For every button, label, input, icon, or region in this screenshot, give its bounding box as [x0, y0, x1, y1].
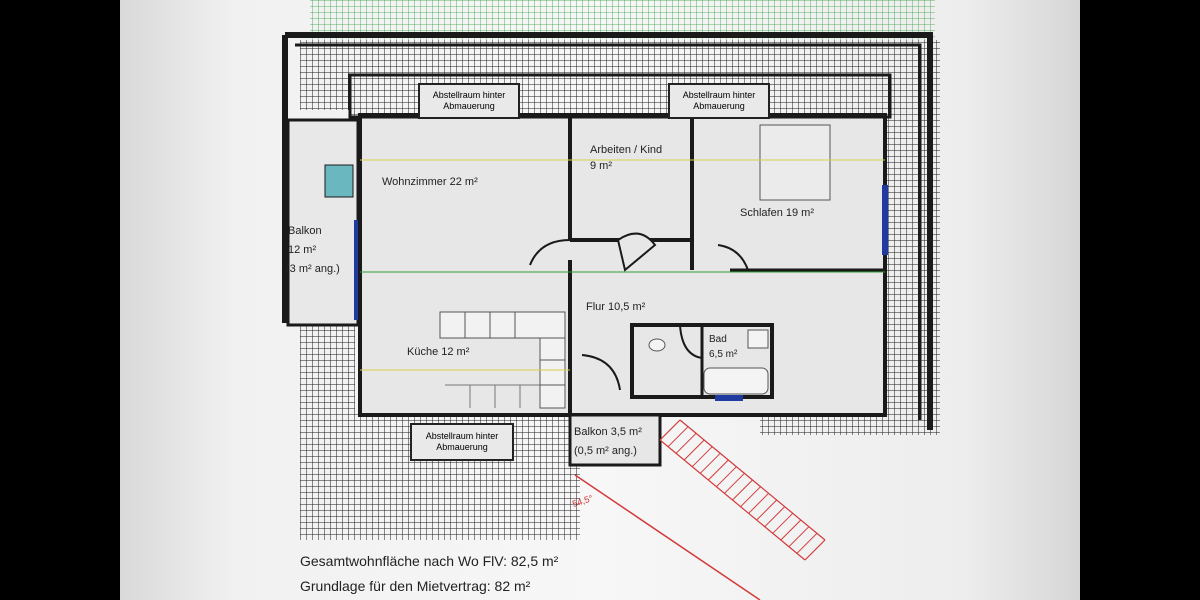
room-label-balkon-south: Balkon 3,5 m²: [574, 426, 642, 438]
storage-label-line1: Abstellraum hinter: [432, 90, 506, 100]
stair-steps: [667, 426, 818, 554]
footer-lease-basis: Grundlage für den Mietvertrag: 82 m²: [300, 578, 531, 594]
radiator-west: [324, 164, 354, 198]
outer-wall-inner: [295, 43, 922, 420]
room-label-flur: Flur 10,5 m²: [586, 301, 646, 313]
floor-plan-sheet: Abstellraum hinter Abmauerung Abstellrau…: [120, 0, 1080, 600]
room-label-arbeiten: Arbeiten / Kind: [590, 144, 663, 156]
stair-step: [740, 486, 761, 508]
room-label-balkon-west: Balkon: [288, 225, 322, 237]
door-arc-flur: [529, 239, 571, 266]
window-sleep: [882, 185, 888, 255]
toilet: [648, 338, 666, 352]
storage-label-line2: Abmauerung: [693, 101, 745, 111]
bathtub: [703, 367, 769, 395]
room-label-balkon-south-note: (0,5 m² ang.): [574, 445, 637, 457]
window-west: [354, 220, 360, 320]
window-bath: [715, 395, 743, 401]
room-label-bad: Bad: [709, 334, 727, 345]
room-label-bad-area: 6,5 m²: [709, 349, 738, 360]
room-label-kueche: Küche 12 m²: [407, 346, 470, 358]
stair-step: [748, 492, 769, 514]
bed: [759, 124, 831, 201]
stair-step: [756, 499, 778, 521]
storage-box-top-right: Abstellraum hinter Abmauerung: [668, 83, 770, 119]
room-label-balkon-west-note: (3 m² ang.): [286, 263, 340, 275]
stair-step: [667, 426, 689, 448]
stair-step: [780, 519, 802, 541]
balcony-west: [286, 118, 360, 327]
stair-step: [788, 526, 810, 548]
angle-line: [574, 474, 761, 600]
stair-step: [764, 506, 786, 528]
stair-step: [675, 432, 697, 454]
room-label-balkon-west-area: 12 m²: [288, 244, 317, 256]
room-label-schlafen: Schlafen 19 m²: [740, 207, 814, 219]
stair-step: [796, 532, 818, 554]
storage-label-line1: Abstellraum hinter: [425, 431, 499, 441]
stair-step: [683, 439, 705, 461]
door-arc-work: [616, 232, 657, 272]
stair-step: [724, 472, 745, 494]
door-arc-sleep: [717, 244, 749, 271]
sink: [747, 329, 769, 349]
door-arc-kitchen: [581, 354, 621, 391]
storage-label-line2: Abmauerung: [436, 442, 488, 452]
room-label-wohnzimmer: Wohnzimmer 22 m²: [382, 176, 478, 188]
stair-step: [699, 452, 721, 474]
storage-box-bottom: Abstellraum hinter Abmauerung: [410, 423, 514, 461]
stair-step: [772, 512, 794, 534]
storage-box-top-left: Abstellraum hinter Abmauerung: [418, 83, 520, 119]
stair-step: [732, 479, 753, 501]
stair-step: [691, 446, 713, 468]
storage-label-line1: Abstellraum hinter: [682, 90, 756, 100]
roof-grid-left-lower: [300, 320, 355, 520]
room-label-arbeiten-area: 9 m²: [590, 160, 612, 172]
kitchen-counter: [439, 311, 566, 409]
door-arc-bath: [679, 324, 703, 359]
kitchen-lower-counter: [445, 384, 540, 408]
footer-total-area: Gesamtwohnfläche nach Wo FlV: 82,5 m²: [300, 553, 559, 569]
stair-step: [707, 459, 729, 481]
stair-step: [716, 466, 737, 488]
storage-label-line2: Abmauerung: [443, 101, 495, 111]
